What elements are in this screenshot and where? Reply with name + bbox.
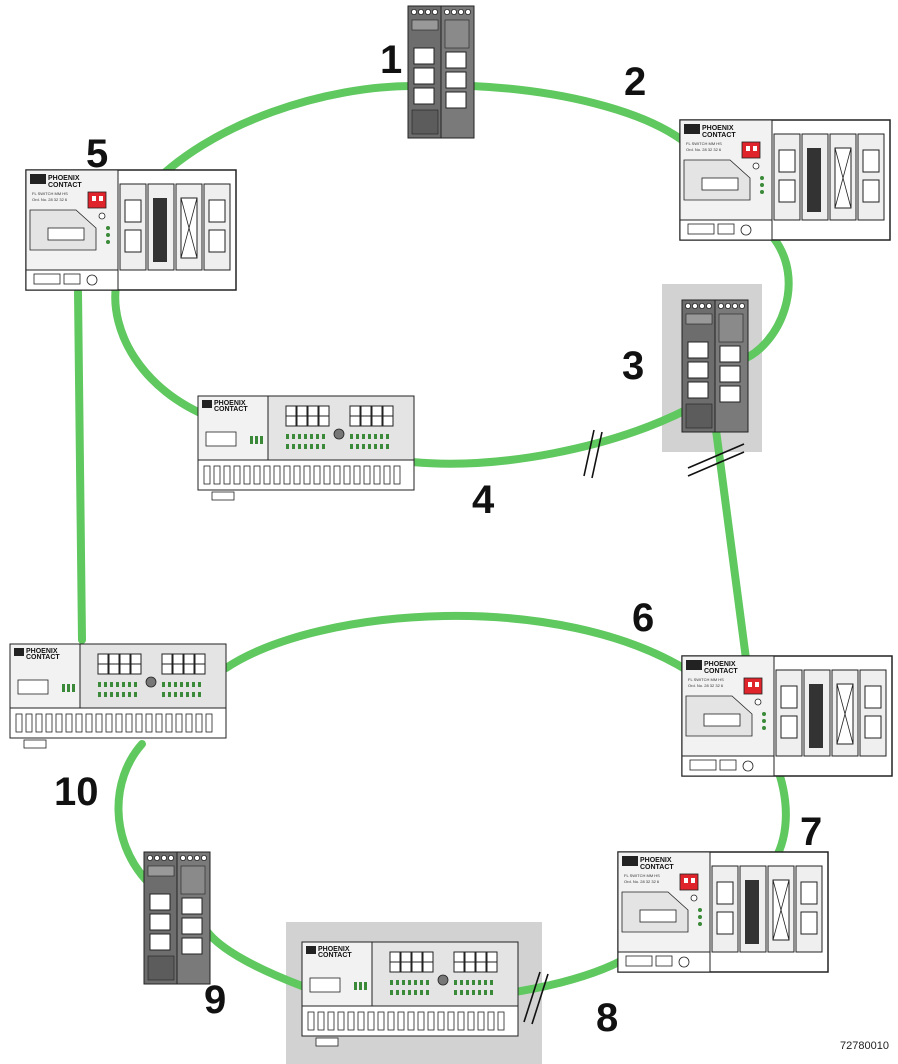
break-mark-3-4 xyxy=(584,430,602,478)
device-10[interactable] xyxy=(10,644,226,748)
cable-10-6 xyxy=(226,616,690,672)
cable-3-6 xyxy=(716,430,748,674)
device-label-1: 1 xyxy=(380,40,402,80)
cable-5-10 xyxy=(78,292,82,640)
device-8[interactable] xyxy=(302,942,518,1046)
device-label-10: 10 xyxy=(54,772,99,812)
device-label-5: 5 xyxy=(86,134,108,174)
device-3[interactable] xyxy=(682,300,748,432)
device-label-9: 9 xyxy=(204,980,226,1020)
device-label-6: 6 xyxy=(632,598,654,638)
figure-id: 72780010 xyxy=(840,1040,889,1052)
device-5[interactable] xyxy=(26,170,236,290)
device-label-2: 2 xyxy=(624,62,646,102)
device-2[interactable] xyxy=(680,120,890,240)
device-label-4: 4 xyxy=(472,480,494,520)
device-9[interactable] xyxy=(144,852,210,984)
device-label-8: 8 xyxy=(596,998,618,1038)
cable-4-5 xyxy=(115,286,212,418)
device-4[interactable] xyxy=(198,396,414,500)
device-1[interactable] xyxy=(408,6,474,138)
device-label-3: 3 xyxy=(622,346,644,386)
cable-3-4 xyxy=(412,410,686,464)
cable-9-10 xyxy=(118,744,146,880)
cable-1-2 xyxy=(472,86,682,140)
device-7[interactable] xyxy=(618,852,828,972)
device-6[interactable] xyxy=(682,656,892,776)
device-label-7: 7 xyxy=(800,812,822,852)
